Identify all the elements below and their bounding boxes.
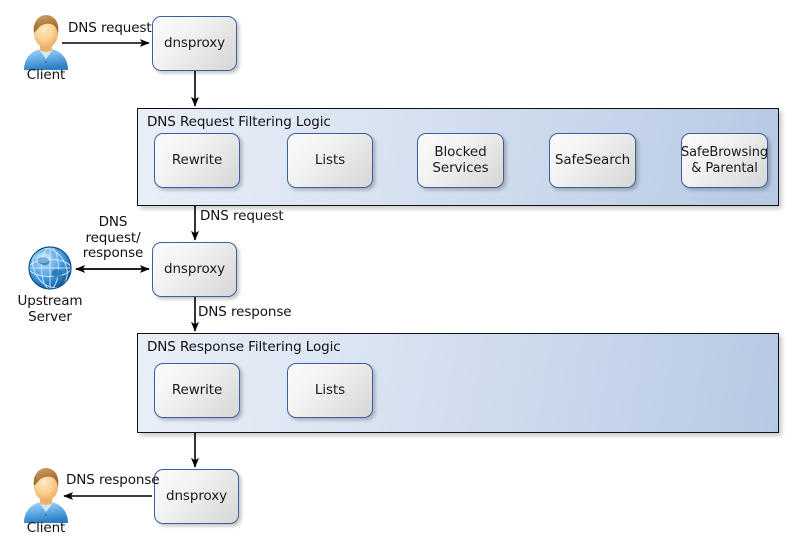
stage-safebrowsing-parental-label: SafeBrowsing & Parental	[680, 145, 769, 176]
stage-safesearch-label: SafeSearch	[554, 151, 631, 168]
globe-icon	[24, 242, 76, 294]
stage-lists-response[interactable]: Lists	[287, 363, 373, 418]
dnsproxy-top-box[interactable]: dnsproxy	[152, 16, 237, 71]
request-filtering-title: DNS Request Filtering Logic	[147, 114, 331, 130]
stage-rewrite-request-label: Rewrite	[171, 151, 223, 168]
edge-label-dnsproxy-middle-to-response-group: DNS response	[198, 304, 292, 320]
dnsproxy-bottom-label: dnsproxy	[165, 487, 227, 504]
stage-rewrite-response[interactable]: Rewrite	[154, 363, 240, 418]
dnsproxy-bottom-box[interactable]: dnsproxy	[154, 469, 239, 524]
user-avatar-icon	[18, 465, 74, 523]
dnsproxy-top-label: dnsproxy	[163, 34, 225, 51]
response-filtering-group: DNS Response Filtering Logic	[137, 333, 779, 433]
stage-blocked-services-label: Blocked Services	[432, 143, 489, 176]
edge-label-request-group-to-dnsproxy-middle: DNS request	[200, 208, 284, 224]
upstream-server-caption: Upstream Server	[17, 293, 83, 325]
dnsproxy-middle-label: dnsproxy	[163, 260, 225, 277]
stage-safesearch[interactable]: SafeSearch	[549, 133, 636, 188]
stage-blocked-services[interactable]: Blocked Services	[417, 133, 504, 188]
stage-rewrite-response-label: Rewrite	[171, 381, 223, 398]
dnsproxy-middle-box[interactable]: dnsproxy	[152, 242, 237, 297]
stage-rewrite-request[interactable]: Rewrite	[154, 133, 240, 188]
user-avatar-icon	[18, 12, 74, 70]
edge-label-dnsproxy-bottom-to-client: DNS response	[66, 472, 160, 488]
stage-lists-request[interactable]: Lists	[287, 133, 373, 188]
edge-label-client-to-dnsproxy-top: DNS request	[68, 20, 152, 36]
client-bottom-caption: Client	[26, 520, 66, 536]
response-filtering-title: DNS Response Filtering Logic	[147, 339, 341, 355]
stage-safebrowsing-parental[interactable]: SafeBrowsing & Parental	[681, 133, 768, 188]
edge-label-dnsproxy-middle-to-upstream: DNS request/ response	[82, 214, 144, 262]
client-top-caption: Client	[26, 67, 66, 83]
stage-lists-response-label: Lists	[314, 381, 346, 398]
stage-lists-request-label: Lists	[314, 151, 346, 168]
